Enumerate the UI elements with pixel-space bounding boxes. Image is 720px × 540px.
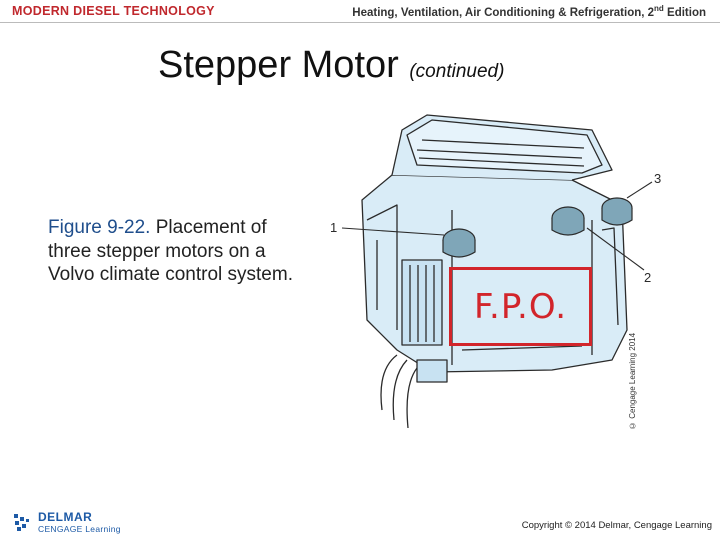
caption-text: Placement of three stepper motors on a V… [48,217,293,285]
callout-1: 1 [330,220,337,235]
slide-title-suffix: (continued) [409,61,505,82]
logo-mark-icon [14,514,29,531]
callout-2: 2 [644,270,651,285]
callout-3: 3 [654,171,661,186]
logo-sub: CENGAGE Learning [38,524,121,534]
slide-title-main: Stepper Motor [158,44,399,86]
publication-title: MODERN DIESEL TECHNOLOGY [12,4,215,18]
book-title-main: Heating, Ventilation, Air Conditioning &… [352,6,655,19]
edition-superscript: nd [654,4,664,13]
slide-title: Stepper Motor (continued) [158,44,504,87]
header-divider [0,22,720,23]
logo-brand: DELMAR [38,510,93,524]
footer-copyright: Copyright © 2014 Delmar, Cengage Learnin… [521,520,712,531]
stepper-motor-illustration: 1 2 3 [330,114,661,429]
figure-caption: Figure 9-22. Placement of three stepper … [48,216,313,287]
book-title-tail: Edition [663,6,706,19]
delmar-logo: DELMAR CENGAGE Learning [12,510,122,536]
figure-copyright: © Cengage Learning 2014 [628,332,637,430]
book-title: Heating, Ventilation, Air Conditioning &… [352,4,706,19]
figure-label: Figure 9-22. [48,217,151,238]
fpo-placeholder: F.P.O. [449,267,592,346]
